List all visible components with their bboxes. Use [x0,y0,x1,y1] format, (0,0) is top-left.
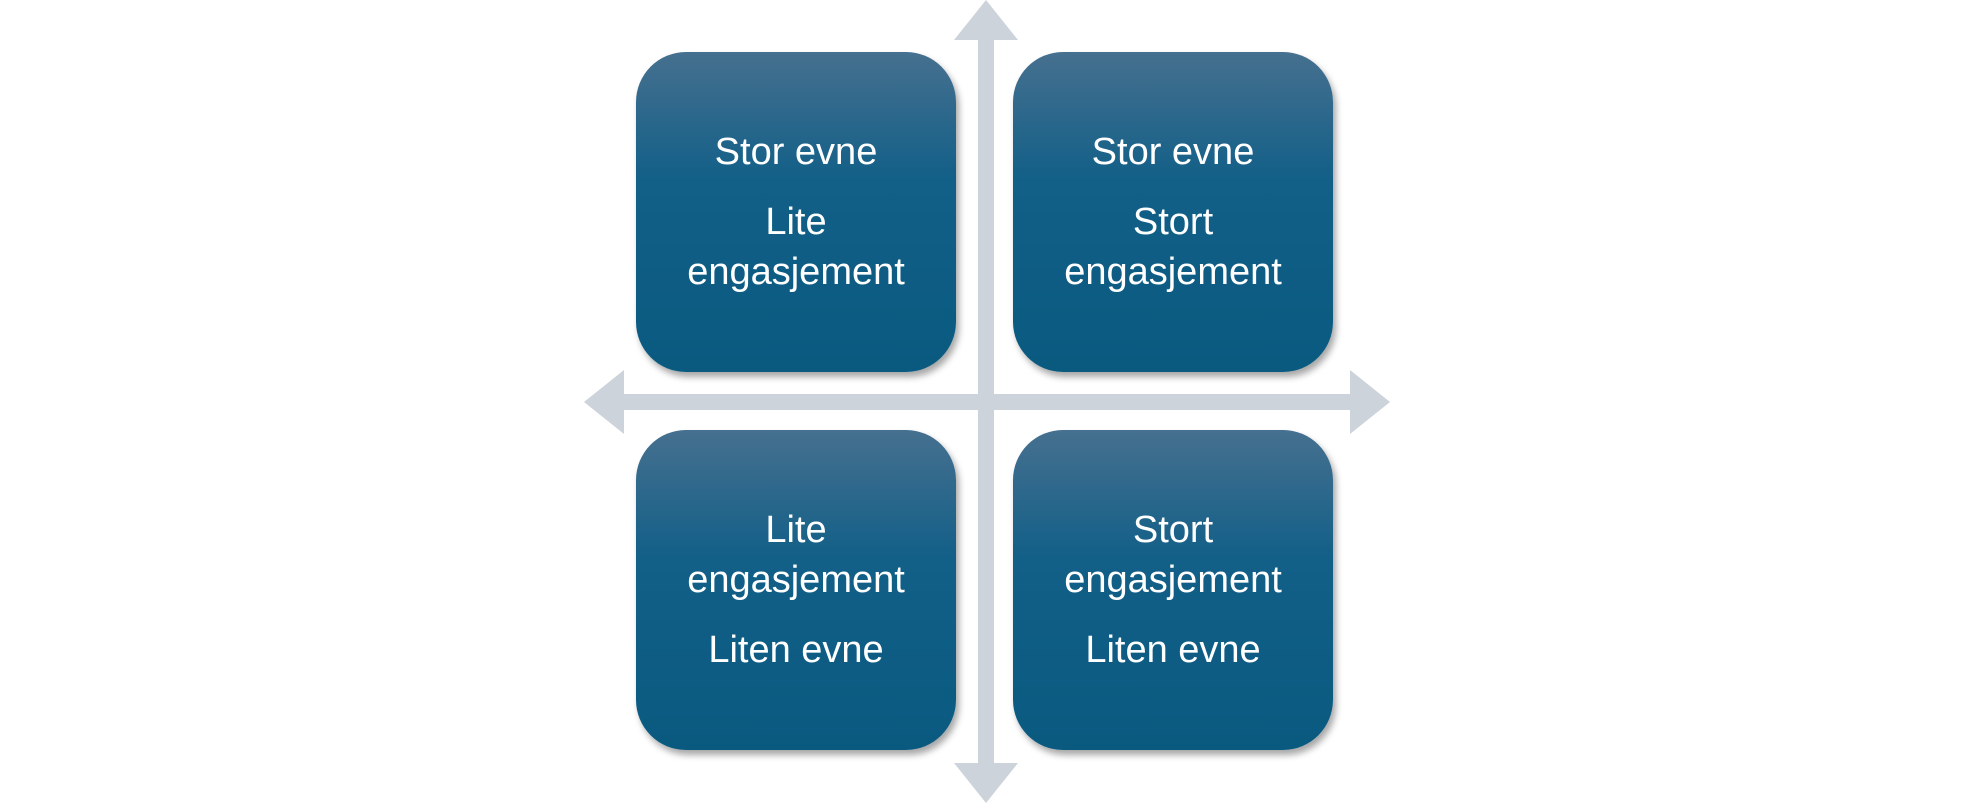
quadrant-top-left-line1: Stor evne [714,131,878,173]
quadrant-bottom-left: Lite engasjement Liten evne [636,430,956,750]
quadrant-top-left-line2: Lite [765,201,827,243]
quadrant-top-right: Stor evne Stort engasjement [1013,52,1333,372]
quadrant-top-right-line2: Stort [1132,201,1214,243]
left-arrow-head [584,370,624,434]
horizontal-axis-line [620,394,1352,410]
quadrant-bottom-right-line1: Stort [1132,509,1214,551]
quadrant-bottom-left-line3: Liten evne [708,629,884,671]
quadrant-bottom-left-line1: Lite [765,509,827,551]
quadrant-bottom-right-line3: Liten evne [1085,629,1261,671]
up-arrow-head [954,0,1018,40]
down-arrow-head [954,763,1018,803]
right-arrow-head [1350,370,1390,434]
quadrant-bottom-left-line2: engasjement [687,559,905,601]
quadrant-bottom-right-line2: engasjement [1064,559,1282,601]
quadrant-top-right-line3: engasjement [1064,251,1282,293]
quadrant-top-right-line1: Stor evne [1091,131,1255,173]
quadrant-bottom-right: Stort engasjement Liten evne [1013,430,1333,750]
quadrant-top-left: Stor evne Lite engasjement [636,52,956,372]
quadrant-top-left-line3: engasjement [687,251,905,293]
